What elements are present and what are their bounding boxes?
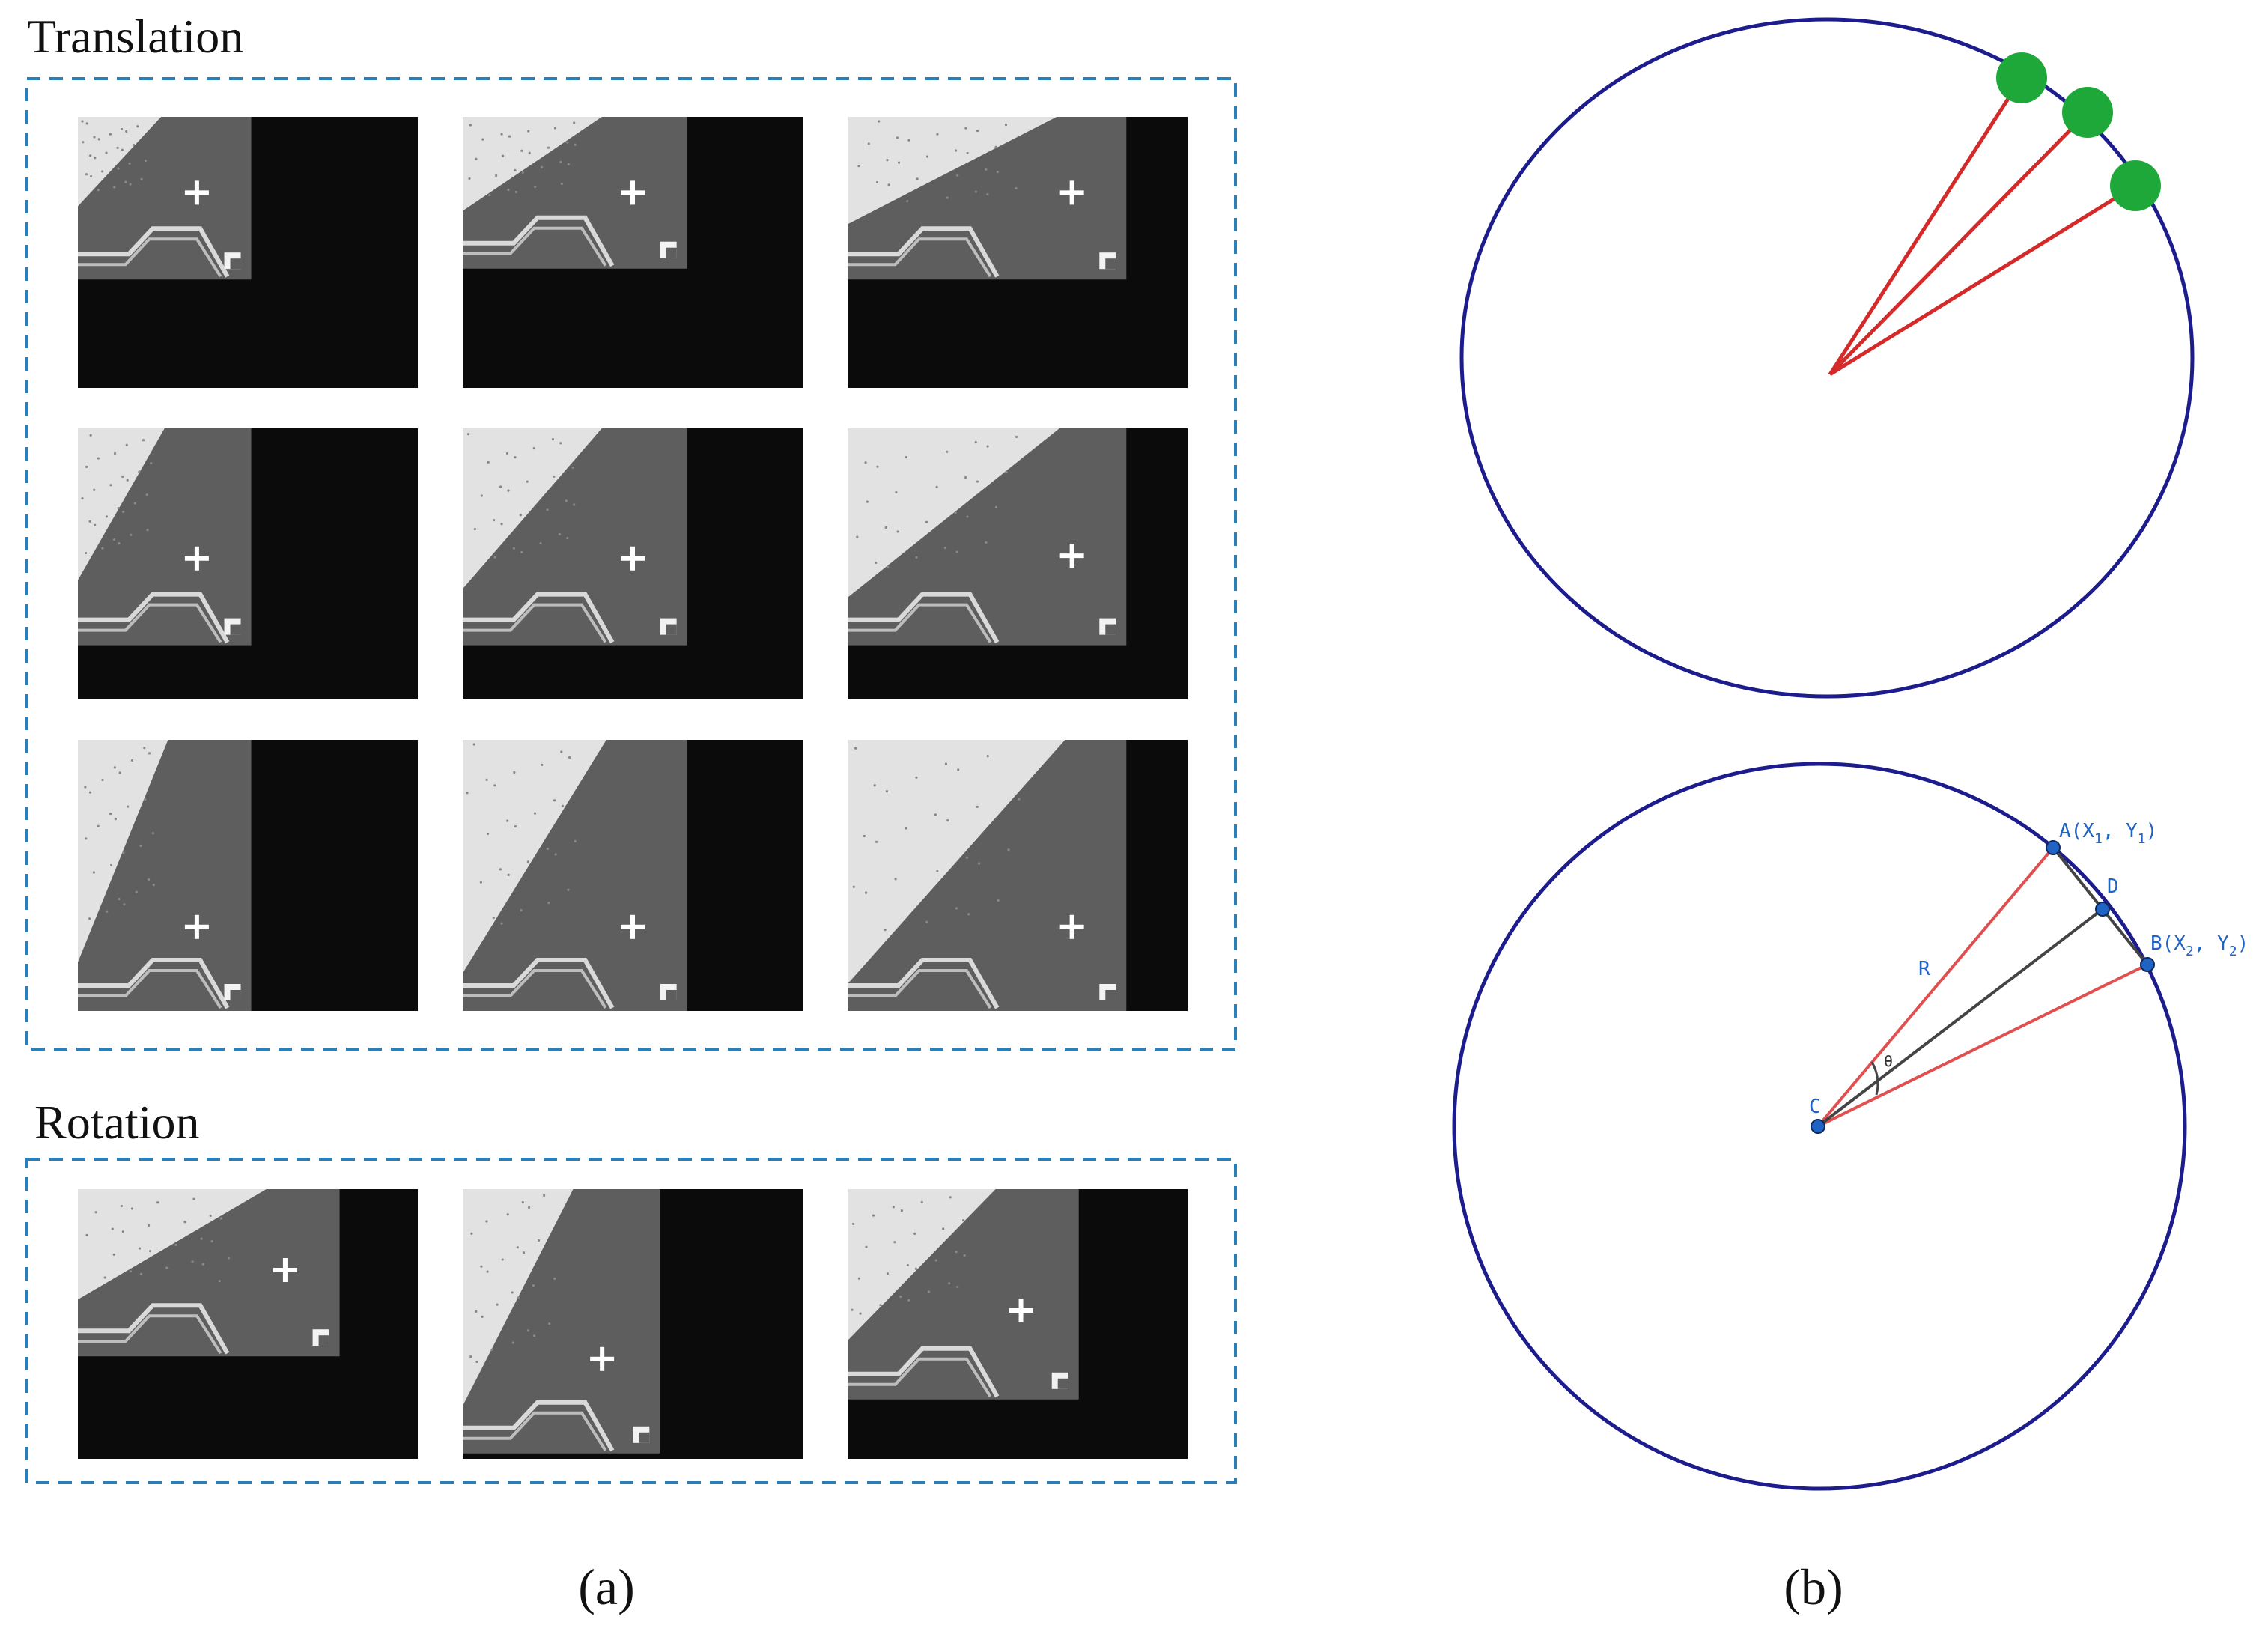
image-thumbnail xyxy=(463,740,803,1011)
point-a-label-main: A(X xyxy=(2059,820,2094,842)
image-thumbnail xyxy=(848,1189,1188,1459)
image-thumbnail xyxy=(78,1189,418,1459)
point-b-sub-y: 2 xyxy=(2229,944,2237,959)
chord-ad xyxy=(2052,846,2104,911)
bisector-cd xyxy=(1816,908,2104,1128)
top-circle xyxy=(1459,17,2195,699)
angle-arc xyxy=(1870,1061,1879,1096)
panel-b-bottom: A(X1, Y1) D B(X2, Y2) C R θ xyxy=(1452,762,2249,1491)
image-thumbnail xyxy=(848,117,1188,388)
point-a-label-end: ) xyxy=(2146,820,2158,842)
translation-grid xyxy=(78,117,1188,1011)
image-thumbnail xyxy=(78,428,418,699)
translation-label: Translation xyxy=(27,10,243,63)
image-thumbnail xyxy=(463,428,803,699)
top-radius-1 xyxy=(1828,76,2024,376)
point-b-label-end: ) xyxy=(2237,932,2249,955)
point-c xyxy=(1811,1119,1825,1134)
top-radius-2 xyxy=(1828,111,2089,376)
rotation-frame xyxy=(25,1158,1237,1484)
caption-a: (a) xyxy=(578,1558,634,1615)
panel-a: Translation Rotation (a) xyxy=(25,10,1237,1615)
top-radius-3 xyxy=(1828,183,2137,377)
top-marker-3 xyxy=(2110,160,2161,211)
point-b-label-mid: , Y xyxy=(2194,932,2229,955)
image-thumbnail xyxy=(78,740,418,1011)
rotation-grid xyxy=(78,1189,1188,1459)
panel-b-top xyxy=(1459,17,2195,699)
rotation-label: Rotation xyxy=(34,1096,199,1149)
image-thumbnail xyxy=(848,740,1188,1011)
angle-label: θ xyxy=(1884,1052,1893,1070)
translation-frame xyxy=(25,77,1237,1051)
image-thumbnail xyxy=(78,117,418,388)
radius-ca xyxy=(1816,846,2055,1128)
image-thumbnail xyxy=(463,1189,803,1459)
point-b-label: B(X2, Y2) xyxy=(2150,932,2249,959)
point-a-label: A(X1, Y1) xyxy=(2059,820,2157,847)
top-marker-2 xyxy=(2062,87,2113,138)
bottom-circle xyxy=(1452,762,2187,1491)
point-d xyxy=(2095,902,2110,917)
radius-label: R xyxy=(1918,958,1930,980)
point-a-label-mid: , Y xyxy=(2103,820,2138,842)
point-a xyxy=(2046,840,2061,855)
point-a-sub-y: 1 xyxy=(2138,831,2146,847)
chord-db xyxy=(2101,908,2149,966)
point-b xyxy=(2140,957,2155,972)
point-a-sub-x: 1 xyxy=(2094,831,2103,847)
top-marker-1 xyxy=(1996,52,2047,103)
image-thumbnail xyxy=(848,428,1188,699)
point-c-label: C xyxy=(1809,1096,1821,1118)
radius-cb xyxy=(1817,963,2148,1128)
point-b-sub-x: 2 xyxy=(2186,944,2194,959)
point-b-label-main: B(X xyxy=(2150,932,2186,955)
caption-b: (b) xyxy=(1784,1558,1843,1615)
point-d-label: D xyxy=(2107,875,2119,898)
image-thumbnail xyxy=(463,117,803,388)
